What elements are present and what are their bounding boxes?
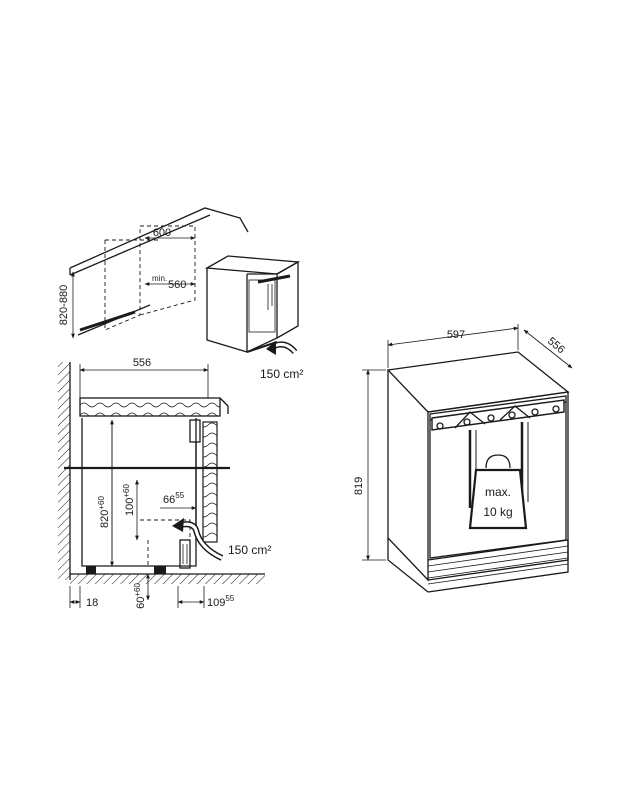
dim-depth-label: 560 bbox=[168, 279, 186, 291]
mounting-rail bbox=[431, 399, 565, 431]
floor bbox=[70, 574, 265, 584]
worktop-section bbox=[79, 397, 221, 417]
appliance-front bbox=[427, 391, 569, 581]
dim-feet-base: 60 bbox=[135, 597, 147, 609]
dim-feet-tol: +60 bbox=[133, 583, 142, 597]
dim-plinth-base: 100 bbox=[124, 498, 136, 516]
rear-foot bbox=[86, 566, 96, 574]
bottom-grille bbox=[427, 539, 569, 593]
dim-feet-text: 60+60 bbox=[133, 583, 147, 609]
dim-side-depth-label: 556 bbox=[133, 357, 151, 369]
dim-front-tol: 55 bbox=[225, 594, 234, 603]
niche-left-dashed bbox=[104, 226, 141, 331]
dim-door-text: 6655 bbox=[163, 491, 185, 506]
dim-appliance-depth-label: 556 bbox=[545, 335, 567, 356]
fridge-handle bbox=[257, 274, 291, 284]
vent-area-label-side: 150 cm² bbox=[228, 543, 271, 557]
niche-back-dashed bbox=[139, 225, 196, 316]
dim-width-label: 600 bbox=[153, 227, 171, 239]
dim-height-label: 820-880 bbox=[58, 285, 70, 325]
load-label-line1: max. bbox=[485, 485, 511, 499]
dim-door-base: 66 bbox=[163, 494, 175, 506]
vent-grille bbox=[179, 539, 191, 569]
dim-side-height-text: 820+60 bbox=[97, 495, 111, 527]
dim-plinth-tol: +60 bbox=[122, 483, 131, 497]
appliance-perspective-view: max. 10 kg 597 556 819 bbox=[353, 324, 573, 593]
fridge-perspective bbox=[204, 255, 301, 353]
dim-plinth-text: 100+60 bbox=[122, 483, 136, 515]
dim-side-height-base: 820 bbox=[99, 510, 111, 528]
niche-perspective-view: 820-880 600 min. 560 150 cm² bbox=[58, 207, 303, 381]
appliance-left-side bbox=[387, 370, 429, 582]
dim-line-appliance-width bbox=[387, 326, 519, 347]
furniture-door-section bbox=[202, 421, 218, 543]
dim-depth-prefix: min. bbox=[152, 274, 167, 283]
dim-front-base: 109 bbox=[207, 597, 225, 609]
load-label-line2: 10 kg bbox=[483, 505, 512, 519]
dim-appliance-width-label: 597 bbox=[447, 329, 465, 341]
worktop-top-edge bbox=[69, 207, 249, 269]
rear-wall bbox=[58, 362, 70, 580]
dim-line-appliance-depth bbox=[523, 329, 573, 369]
vent-area-label-top: 150 cm² bbox=[260, 367, 303, 381]
dim-rear-label: 18 bbox=[86, 597, 98, 609]
side-section-view: 556 820+60 100+60 6655 bbox=[58, 357, 271, 609]
dim-door-tol: 55 bbox=[175, 491, 184, 500]
weight-icon: max. 10 kg bbox=[468, 454, 528, 530]
front-foot bbox=[154, 566, 166, 574]
dim-front-text: 10955 bbox=[207, 594, 235, 609]
mounting-clips bbox=[436, 405, 560, 430]
floor-plinth bbox=[79, 310, 136, 332]
dim-appliance-height-label: 819 bbox=[353, 477, 365, 495]
dim-side-height-tol: +60 bbox=[97, 495, 106, 509]
